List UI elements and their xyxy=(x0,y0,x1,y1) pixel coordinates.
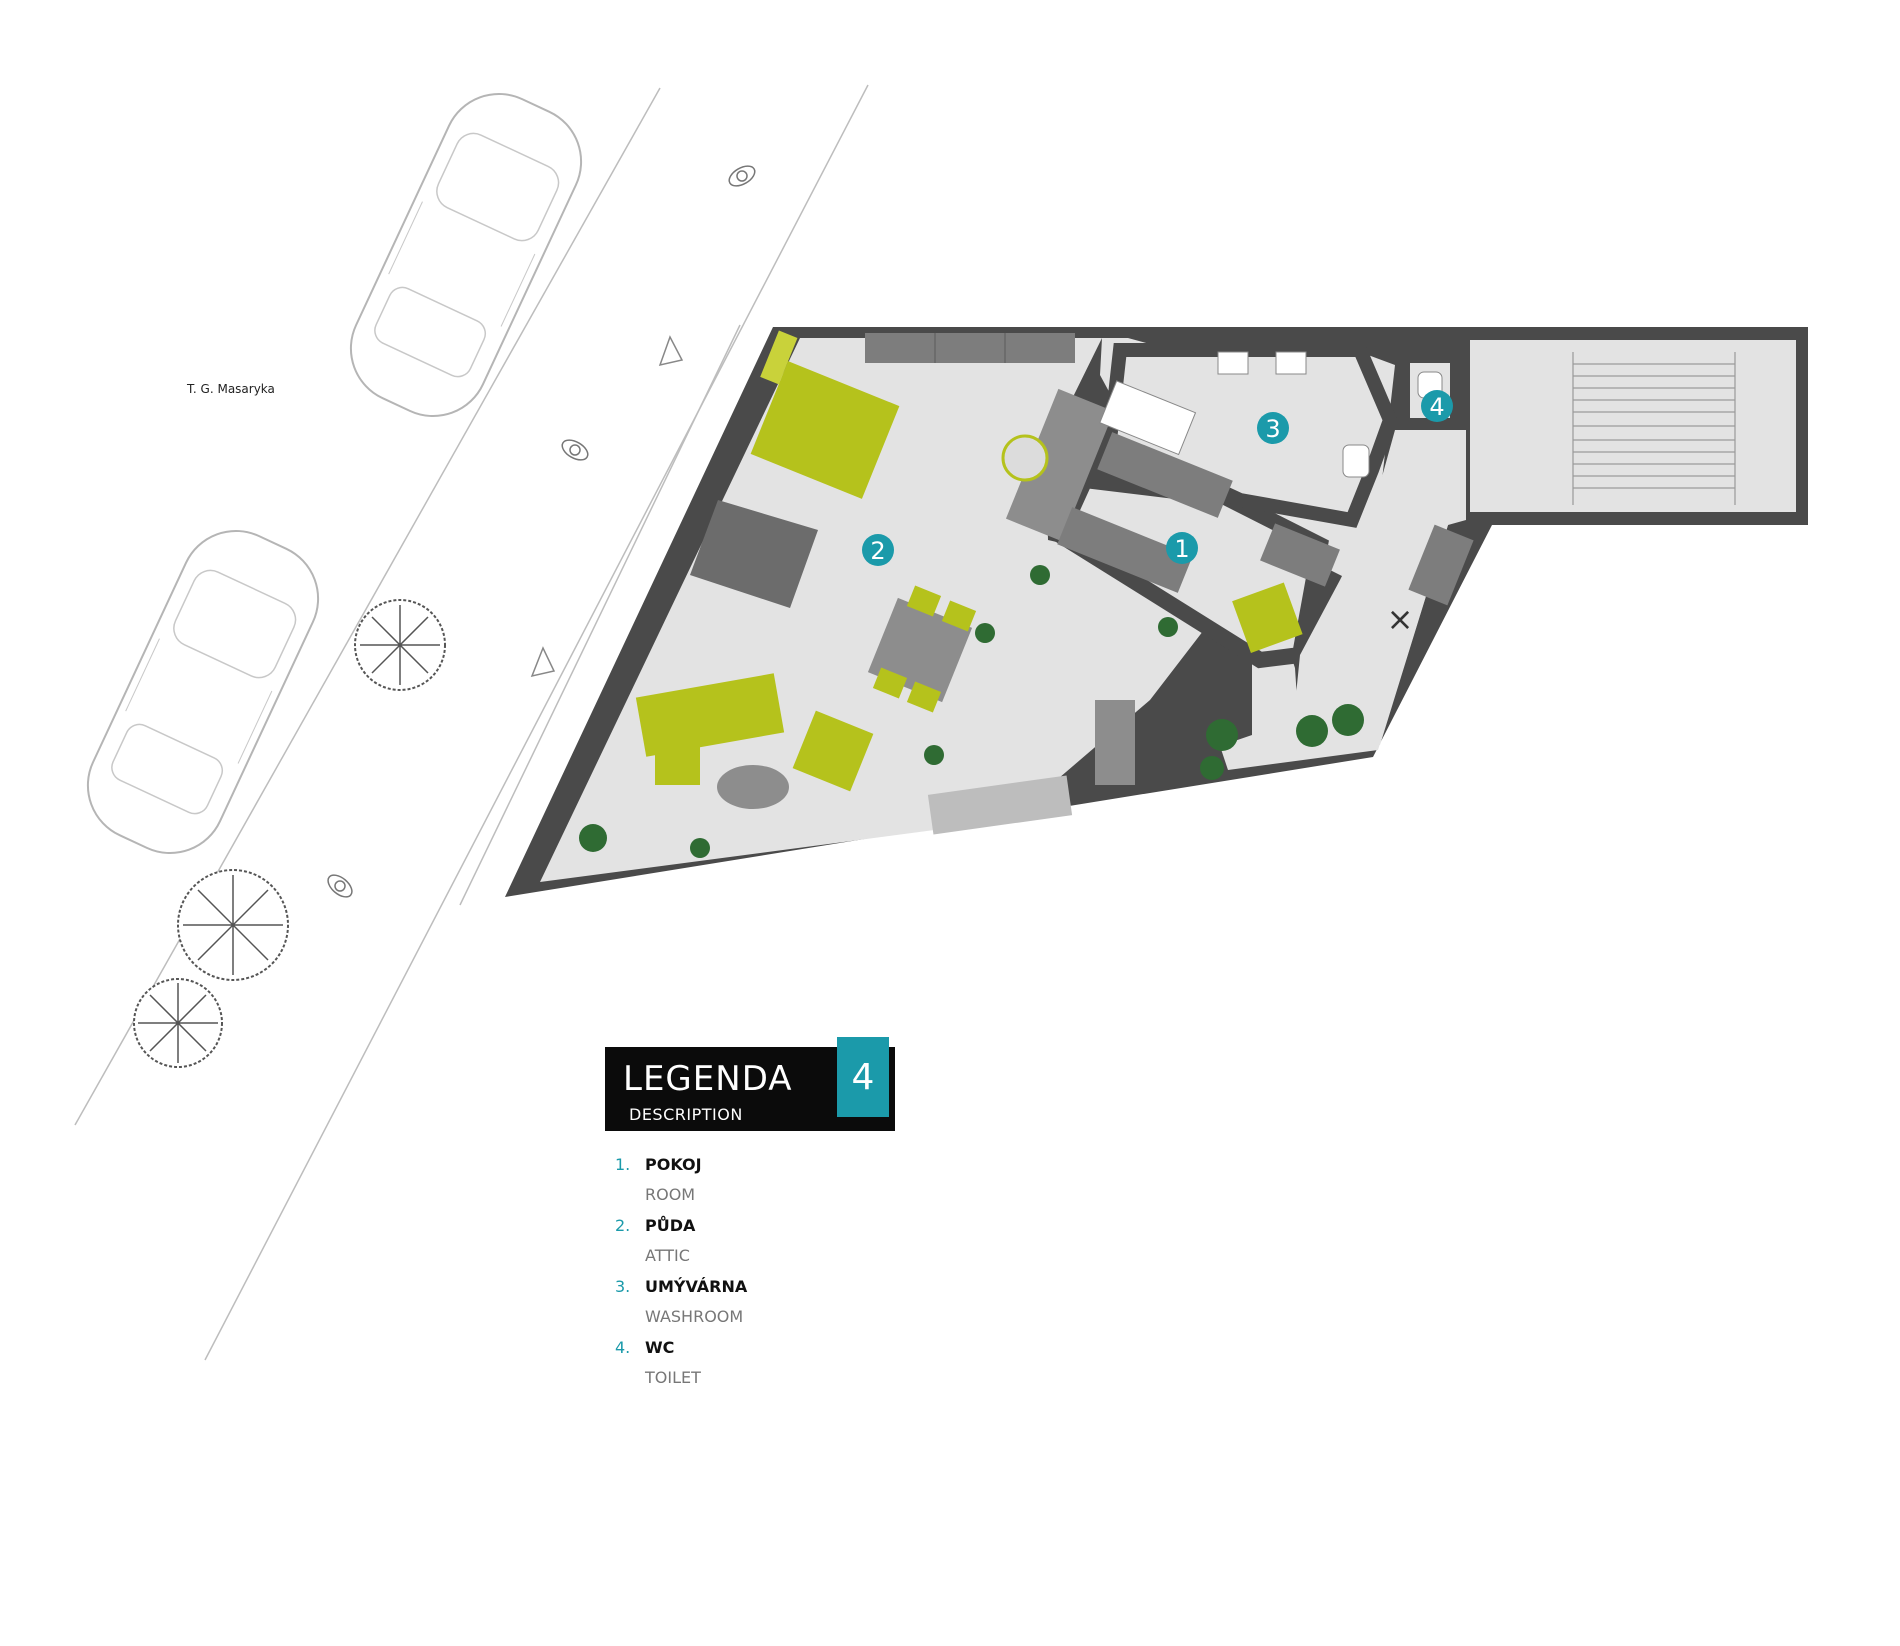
svg-text:4: 4 xyxy=(1429,393,1444,421)
svg-text:3: 3 xyxy=(1265,415,1280,443)
kitchen-column xyxy=(1095,700,1135,785)
legend-item: 1. POKOJ ROOM xyxy=(605,1155,1025,1216)
legend-item-english: ATTIC xyxy=(645,1246,690,1265)
sidewalk-line xyxy=(459,324,741,906)
street-line-left xyxy=(74,87,661,1126)
close-mark-icon: × xyxy=(1387,600,1414,638)
toilet-icon xyxy=(1342,444,1370,478)
svg-text:2: 2 xyxy=(870,537,885,565)
legend-item-name: PŮDA xyxy=(645,1216,696,1235)
sink-icon xyxy=(1217,351,1249,375)
legend-item-english: WASHROOM xyxy=(645,1307,744,1326)
storage-block xyxy=(690,500,818,608)
street xyxy=(74,84,869,1361)
wardrobe-icon xyxy=(865,333,1075,363)
pedestrian-icon xyxy=(327,874,353,898)
room-badge-4: 4 xyxy=(1421,390,1453,422)
legend-item-english: TOILET xyxy=(645,1368,701,1387)
sidewalk-marker xyxy=(530,646,556,678)
legend-header: LEGENDA DESCRIPTION 4 xyxy=(605,1037,895,1131)
dining-chairs xyxy=(872,585,977,713)
legend-item-name: WC xyxy=(645,1338,675,1357)
room-1-chair xyxy=(1232,582,1303,653)
corridor-cabinet xyxy=(1408,524,1474,606)
plant-icon xyxy=(579,565,1364,858)
desk xyxy=(1005,388,1115,542)
legend-title: LEGENDA xyxy=(623,1059,793,1099)
tree-icon xyxy=(177,869,289,981)
legend-item-index: 3. xyxy=(615,1277,631,1296)
legend-item-name: UMÝVÁRNA xyxy=(645,1277,748,1296)
tree-icon xyxy=(133,978,223,1068)
room-badge-1: 1 xyxy=(1166,532,1198,564)
kitchen-counter xyxy=(927,775,1073,835)
stairs-icon xyxy=(1572,352,1736,505)
legend-subtitle: DESCRIPTION xyxy=(629,1105,743,1124)
legend-item: 3. UMÝVÁRNA WASHROOM xyxy=(605,1277,1025,1338)
sofa-icon xyxy=(635,673,785,785)
legend-item: 4. WC TOILET xyxy=(605,1338,1025,1399)
wardrobe-icon xyxy=(1097,432,1233,518)
bed-icon xyxy=(750,330,900,499)
legend-item-english: ROOM xyxy=(645,1185,696,1204)
tree-icon xyxy=(354,599,446,691)
legend-item-index: 2. xyxy=(615,1216,631,1235)
legend-item-index: 1. xyxy=(615,1155,631,1174)
chair-icon xyxy=(1001,434,1049,482)
legend-item: 2. PŮDA ATTIC xyxy=(605,1216,1025,1277)
room-badge-2: 2 xyxy=(862,534,894,566)
legend-list: 1. POKOJ ROOM 2. PŮDA ATTIC 3. UMÝVÁRNA … xyxy=(605,1155,1025,1399)
street-line-right xyxy=(204,84,869,1361)
street-label: T. G. Masaryka xyxy=(186,382,275,396)
corridor-floor xyxy=(1290,430,1466,755)
sink-icon xyxy=(1275,351,1307,375)
legend: LEGENDA DESCRIPTION 4 1. POKOJ ROOM 2. P… xyxy=(605,1037,1025,1399)
legend-item-name: POKOJ xyxy=(645,1155,702,1174)
wardrobe-icon xyxy=(1057,507,1193,593)
car-outline-icon xyxy=(86,529,320,855)
svg-text:1: 1 xyxy=(1174,535,1189,563)
armchair-icon xyxy=(792,710,874,792)
pedestrian-icon xyxy=(561,439,589,461)
bathtub-icon xyxy=(1099,380,1197,456)
room-badge-3: 3 xyxy=(1257,412,1289,444)
legend-item-index: 4. xyxy=(615,1338,631,1357)
pedestrian-icon xyxy=(728,165,756,187)
wardrobe-icon xyxy=(1260,523,1340,587)
coffee-table xyxy=(717,765,789,809)
car-outline-icon xyxy=(349,92,583,418)
legend-floor-number: 4 xyxy=(837,1037,889,1117)
sidewalk-marker xyxy=(658,335,684,367)
